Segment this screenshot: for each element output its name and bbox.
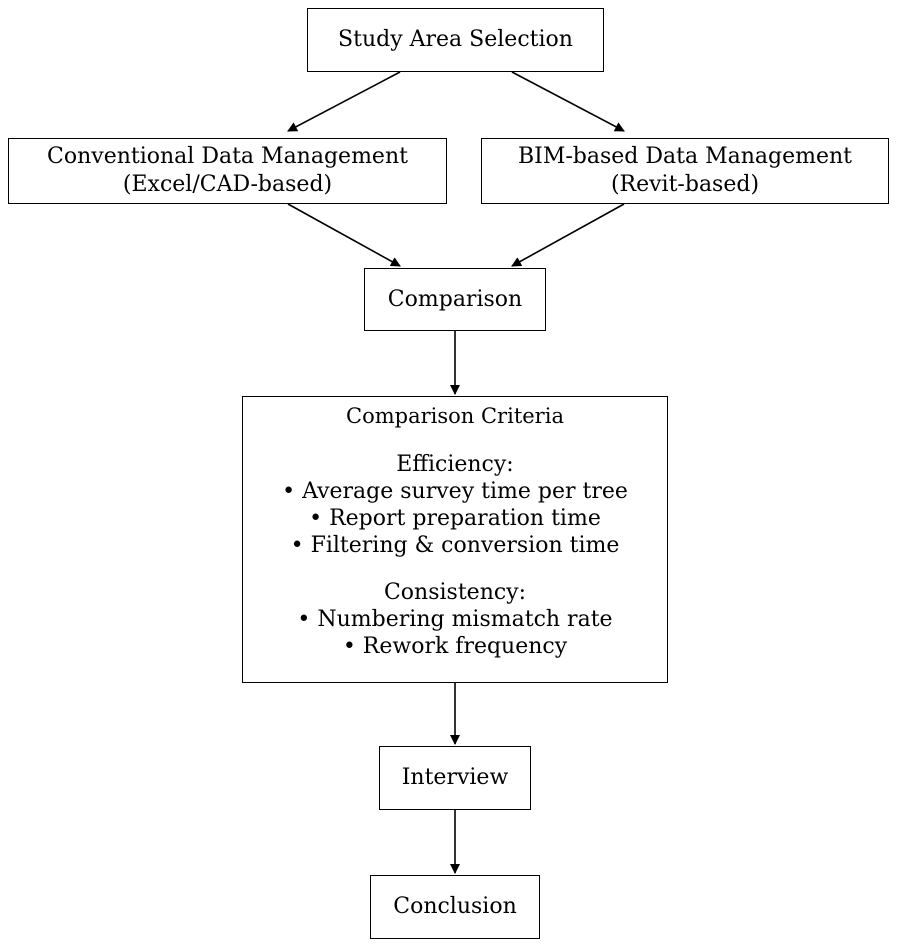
node-conventional-data-management: Conventional Data Management (Excel/CAD-… <box>8 138 447 204</box>
node-conclusion: Conclusion <box>370 875 540 939</box>
criteria-item: • Numbering mismatch rate <box>297 607 613 632</box>
node-comparison: Comparison <box>364 268 546 331</box>
node-label-line1: BIM-based Data Management <box>517 144 853 169</box>
node-bim-based-data-management: BIM-based Data Management (Revit-based) <box>481 138 889 204</box>
edge-study-to-conventional <box>287 71 401 132</box>
edge-bim-to-comparison <box>511 203 625 267</box>
node-label: Conclusion <box>393 894 517 919</box>
criteria-title: Comparison Criteria <box>346 404 564 428</box>
criteria-item: • Report preparation time <box>309 506 601 531</box>
node-label: Comparison <box>387 286 523 312</box>
criteria-item: • Filtering & conversion time <box>290 533 620 558</box>
node-comparison-criteria: Comparison Criteria Efficiency: • Averag… <box>242 396 668 683</box>
criteria-group-title-consistency: Consistency: <box>383 580 527 605</box>
node-label-line1: Conventional Data Management <box>47 144 408 169</box>
criteria-item: • Rework frequency <box>342 634 568 659</box>
criteria-group-title-efficiency: Efficiency: <box>396 452 514 477</box>
node-label-line2: (Excel/CAD-based) <box>122 172 333 197</box>
node-study-area-selection: Study Area Selection <box>307 8 604 72</box>
edge-study-to-bim <box>511 71 625 132</box>
node-label: Interview <box>401 765 509 790</box>
node-interview: Interview <box>379 746 531 810</box>
edge-conventional-to-comparison <box>287 203 401 267</box>
node-label: Study Area Selection <box>338 27 573 52</box>
node-label-line2: (Revit-based) <box>610 172 760 197</box>
criteria-item: • Average survey time per tree <box>282 479 628 504</box>
